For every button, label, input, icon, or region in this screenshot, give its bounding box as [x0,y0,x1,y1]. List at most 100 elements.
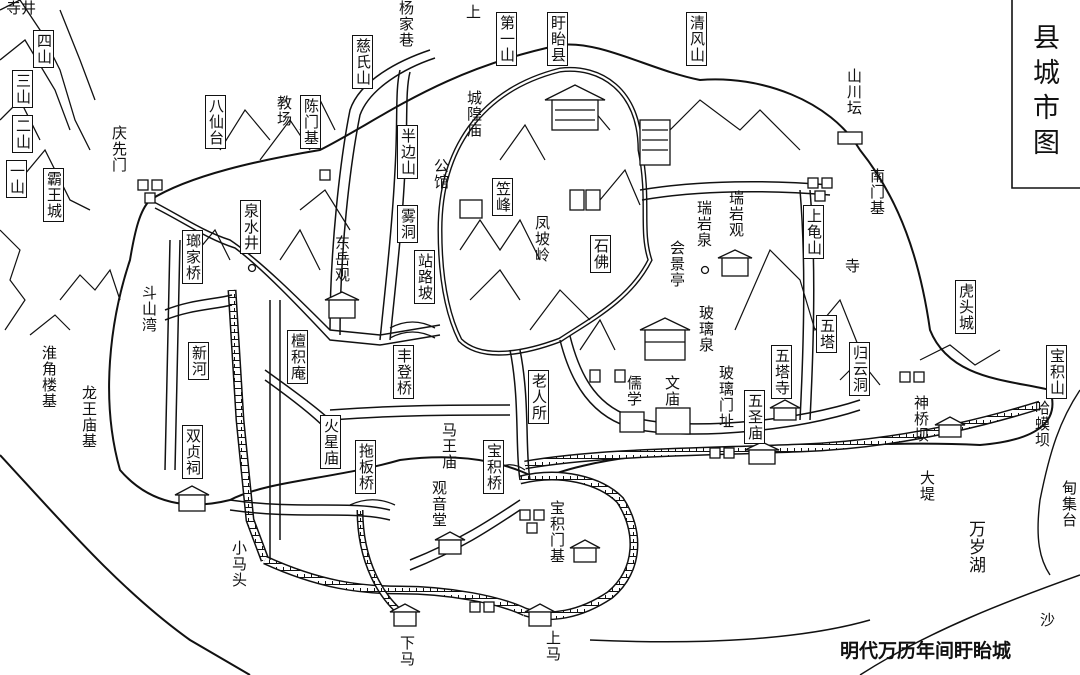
label-san-shan: 三山 [12,70,33,108]
label-huo-xing-miao: 火星庙 [320,415,341,469]
label-ban-bian-shan: 半边山 [397,125,418,179]
building-fengpo [569,189,601,211]
map-caption: 明代万历年间盱眙城 [840,640,1012,662]
east-cliff [1037,389,1080,576]
label-rui-yan-quan: 瑞岩泉 [695,200,713,248]
label-nan-men-ji: 南门基 [868,168,886,216]
west-shore-line [0,454,251,675]
building-wenmiao [639,317,691,361]
label-tuo-ban-qiao: 拖板桥 [355,440,376,494]
label-gong-guan: 公馆 [432,158,450,190]
label-huai-jiao-lou-ji: 淮角楼基 [40,345,58,409]
label-ru-xue: 儒学 [625,375,643,407]
west-knolls [29,268,121,336]
label-lao-ren-suo: 老人所 [528,370,549,424]
label-quan-shui-jing: 泉水井 [240,200,261,254]
label-ba-wang-cheng: 霸王城 [43,168,64,222]
title-frame [1011,0,1080,189]
label-guan-yin-tang: 观音堂 [430,480,448,528]
building-baojimen [569,539,601,563]
label-yang-jia-xiang: 杨家巷 [397,0,415,48]
roads [149,49,861,571]
label-li-feng: 笠峰 [492,178,513,216]
label-zhan-lu-po: 站路坡 [414,250,435,304]
label-sha: 沙 [1040,611,1056,629]
label-jiao-chang: 教场 [275,95,293,127]
label-ba-xian-tai: 八仙台 [205,95,226,149]
label-da-di: 大堤 [918,470,936,502]
label-xiao-ma-tou: 小马头 [230,540,248,588]
label-bao-ji-shan: 宝积山 [1046,345,1067,399]
building-county-office [544,84,606,131]
label-bo-li-quan: 玻璃泉 [697,305,715,353]
label-feng-deng-qiao: 丰登桥 [393,345,414,399]
label-qing-xian-men: 庆先门 [110,125,128,173]
well-ruiyan [700,265,710,275]
building-ruxue [619,407,691,435]
label-ma-wang-miao: 马王庙 [440,422,458,470]
building-guanyintang [434,531,466,555]
label-gui-yun-dong: 归云洞 [849,342,870,396]
label-shang-gui-shan: 上龟山 [803,205,824,259]
building-east [934,416,966,438]
building-xiama [389,603,421,627]
label-shi-fo: 石佛 [590,235,611,273]
building-gongguan [459,199,483,219]
building-ruiyanguan [717,249,753,277]
label-bao-ji-men-ji: 宝积门基 [548,500,566,564]
building-chenghuang [639,119,671,166]
label-cheng-huang-miao: 城隍庙 [465,90,483,138]
building-gate-marks [137,169,925,613]
label-bo-li-men-zhi: 玻璃门址 [717,365,735,429]
label-feng-po-ling: 凤坡岭 [533,215,551,263]
label-xu-yi-xian: 盱眙县 [547,12,568,66]
label-di-yi-shan: 第一山 [496,12,517,66]
label-bao-ji-qiao: 宝积桥 [483,440,504,494]
label-si: 寺 [845,257,861,275]
label-shang-top: 上 [466,3,482,21]
label-yi-shan: 一山 [6,160,27,198]
building-shanchuantan [837,131,863,145]
label-dong-yue-guan: 东岳观 [333,235,351,283]
label-ha-ma-ba: 哈蟆坝 [1033,400,1051,448]
label-wu-ta: 五塔 [816,315,837,353]
well-quanshui [247,263,257,273]
building-shangma [524,603,556,627]
east-shore-line [859,574,1080,675]
label-hui-jing-ting: 会景亭 [668,240,686,288]
building-dongyueguan [324,291,360,319]
label-tan-jin-an: 檀积庵 [287,330,308,384]
label-hu-tou-cheng: 虎头城 [955,280,976,334]
label-qing-feng-shan: 清风山 [686,12,707,66]
label-wen-miao: 文庙 [663,375,681,407]
label-wu-ta-si: 五塔寺 [771,345,792,399]
building-shuangzhenci [174,485,210,512]
label-shan-chuan-tan: 山川坛 [845,68,863,116]
label-shang-ma: 上马 [544,630,562,662]
label-long-wang-miao-ji: 龙王庙基 [80,385,98,449]
label-ci-shi-shan: 慈氏山 [352,35,373,89]
south-shore-line [589,619,871,643]
building-wushengmiao [744,441,780,465]
label-er-shan: 二山 [12,115,33,153]
label-wan-sui-hu: 万岁湖 [965,520,985,574]
label-xia-ma: 下马 [398,635,416,667]
label-chen-men-ji: 陈门基 [300,95,321,149]
label-si-jing: 寺井 [6,0,37,17]
building-wutasi [769,399,801,421]
label-dou-shan-wan: 斗山湾 [140,285,158,333]
buildings [137,84,966,627]
label-wu-dong: 雾洞 [397,205,418,243]
label-east-edge: 甸集台 [1060,480,1078,528]
map-title: 县城市图 [1028,22,1059,163]
label-shen-qiao-ba: 神桥坝 [912,395,930,443]
label-si-shan: 四山 [33,30,54,68]
label-xin-he: 新河 [188,342,209,380]
label-wu-sheng-miao: 五圣庙 [744,390,765,444]
label-rui-yan-guan: 瑞岩观 [727,190,745,238]
label-shuang-zhen-ci: 双贞祠 [182,425,203,479]
west-ridge [0,229,26,331]
label-yu-jia-qiao: 瑯家桥 [182,230,203,284]
